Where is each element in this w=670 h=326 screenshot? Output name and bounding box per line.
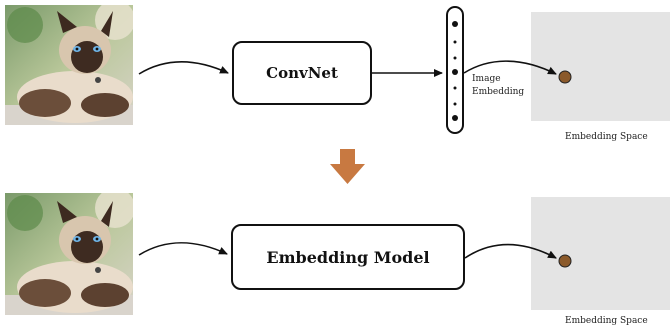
vector-dot-3	[453, 56, 457, 60]
embedding-point-top	[558, 70, 572, 84]
embedding-space-label-top: Embedding Space	[565, 132, 648, 142]
vector-dot-5	[453, 86, 457, 90]
image-embedding-label-line1: Image	[472, 74, 501, 84]
image-embedding-label-line2: Embedding	[472, 87, 525, 97]
arrow-image-to-convnet	[138, 61, 229, 75]
vector-dot-7	[452, 115, 458, 121]
convnet-label: ConvNet	[266, 64, 338, 82]
arrow-model-to-space-bottom	[464, 243, 557, 259]
embedding-space-top	[531, 12, 670, 121]
vector-dot-4	[452, 69, 458, 75]
embedding-model-box: Embedding Model	[231, 224, 465, 290]
cat-photo-bottom	[5, 193, 133, 315]
embedding-point-bottom	[558, 254, 572, 268]
arrow-image-to-embedding-model	[138, 242, 228, 256]
embedding-vector	[446, 6, 464, 134]
arrow-vector-to-space-top	[463, 60, 557, 75]
vector-dot-2	[453, 40, 457, 44]
image-embedding-label: Image Embedding	[472, 73, 524, 99]
embedding-model-label: Embedding Model	[266, 247, 430, 267]
embedding-space-label-bottom: Embedding Space	[565, 316, 648, 326]
cat-photo-top	[5, 5, 133, 125]
transition-down-arrow	[330, 149, 365, 184]
vector-dot-6	[453, 102, 457, 106]
vector-dot-1	[452, 21, 458, 27]
convnet-box: ConvNet	[232, 41, 372, 105]
